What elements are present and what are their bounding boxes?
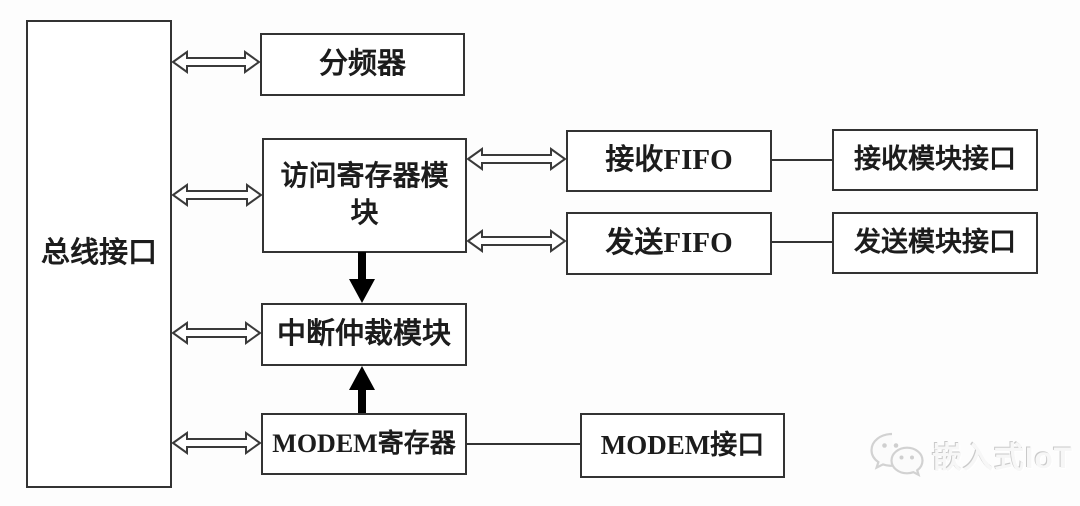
node-interrupt-arbiter-module: 中断仲裁模块 [261,303,467,366]
node-modem-interface: MODEM接口 [580,413,785,478]
double-arrow-bus-divider [172,50,260,74]
watermark: 嵌入式IoT [868,432,1073,478]
node-bus-interface: 总线接口 [26,20,172,488]
line-transmit-fifo-to-transmit-module-interface [772,241,832,243]
double-arrow-bus-interrupt-arbiter [172,321,261,345]
node-register-access-module: 访问寄存器模块 [262,138,467,253]
double-arrow-register-access-receive-fifo [467,147,566,171]
node-receive-module-interface: 接收模块接口 [832,129,1038,191]
watermark-text: 嵌入式IoT [932,442,1073,475]
node-modem-register: MODEM寄存器 [261,413,467,475]
double-arrow-register-access-transmit-fifo [467,229,566,253]
line-receive-fifo-to-receive-module-interface [772,159,832,161]
node-receive-fifo: 接收FIFO [566,130,772,192]
node-frequency-divider: 分频器 [260,33,465,96]
double-arrow-bus-register-access [172,183,262,207]
node-transmit-fifo: 发送FIFO [566,212,772,275]
solid-arrow-modem-register-to-interrupt-arbiter [349,366,375,413]
double-arrow-bus-modem-register [172,431,261,455]
node-transmit-module-interface: 发送模块接口 [832,212,1038,274]
solid-arrow-register-access-to-interrupt-arbiter [349,252,375,303]
wechat-icon [870,432,924,477]
line-modem-register-to-modem-interface [467,443,580,445]
